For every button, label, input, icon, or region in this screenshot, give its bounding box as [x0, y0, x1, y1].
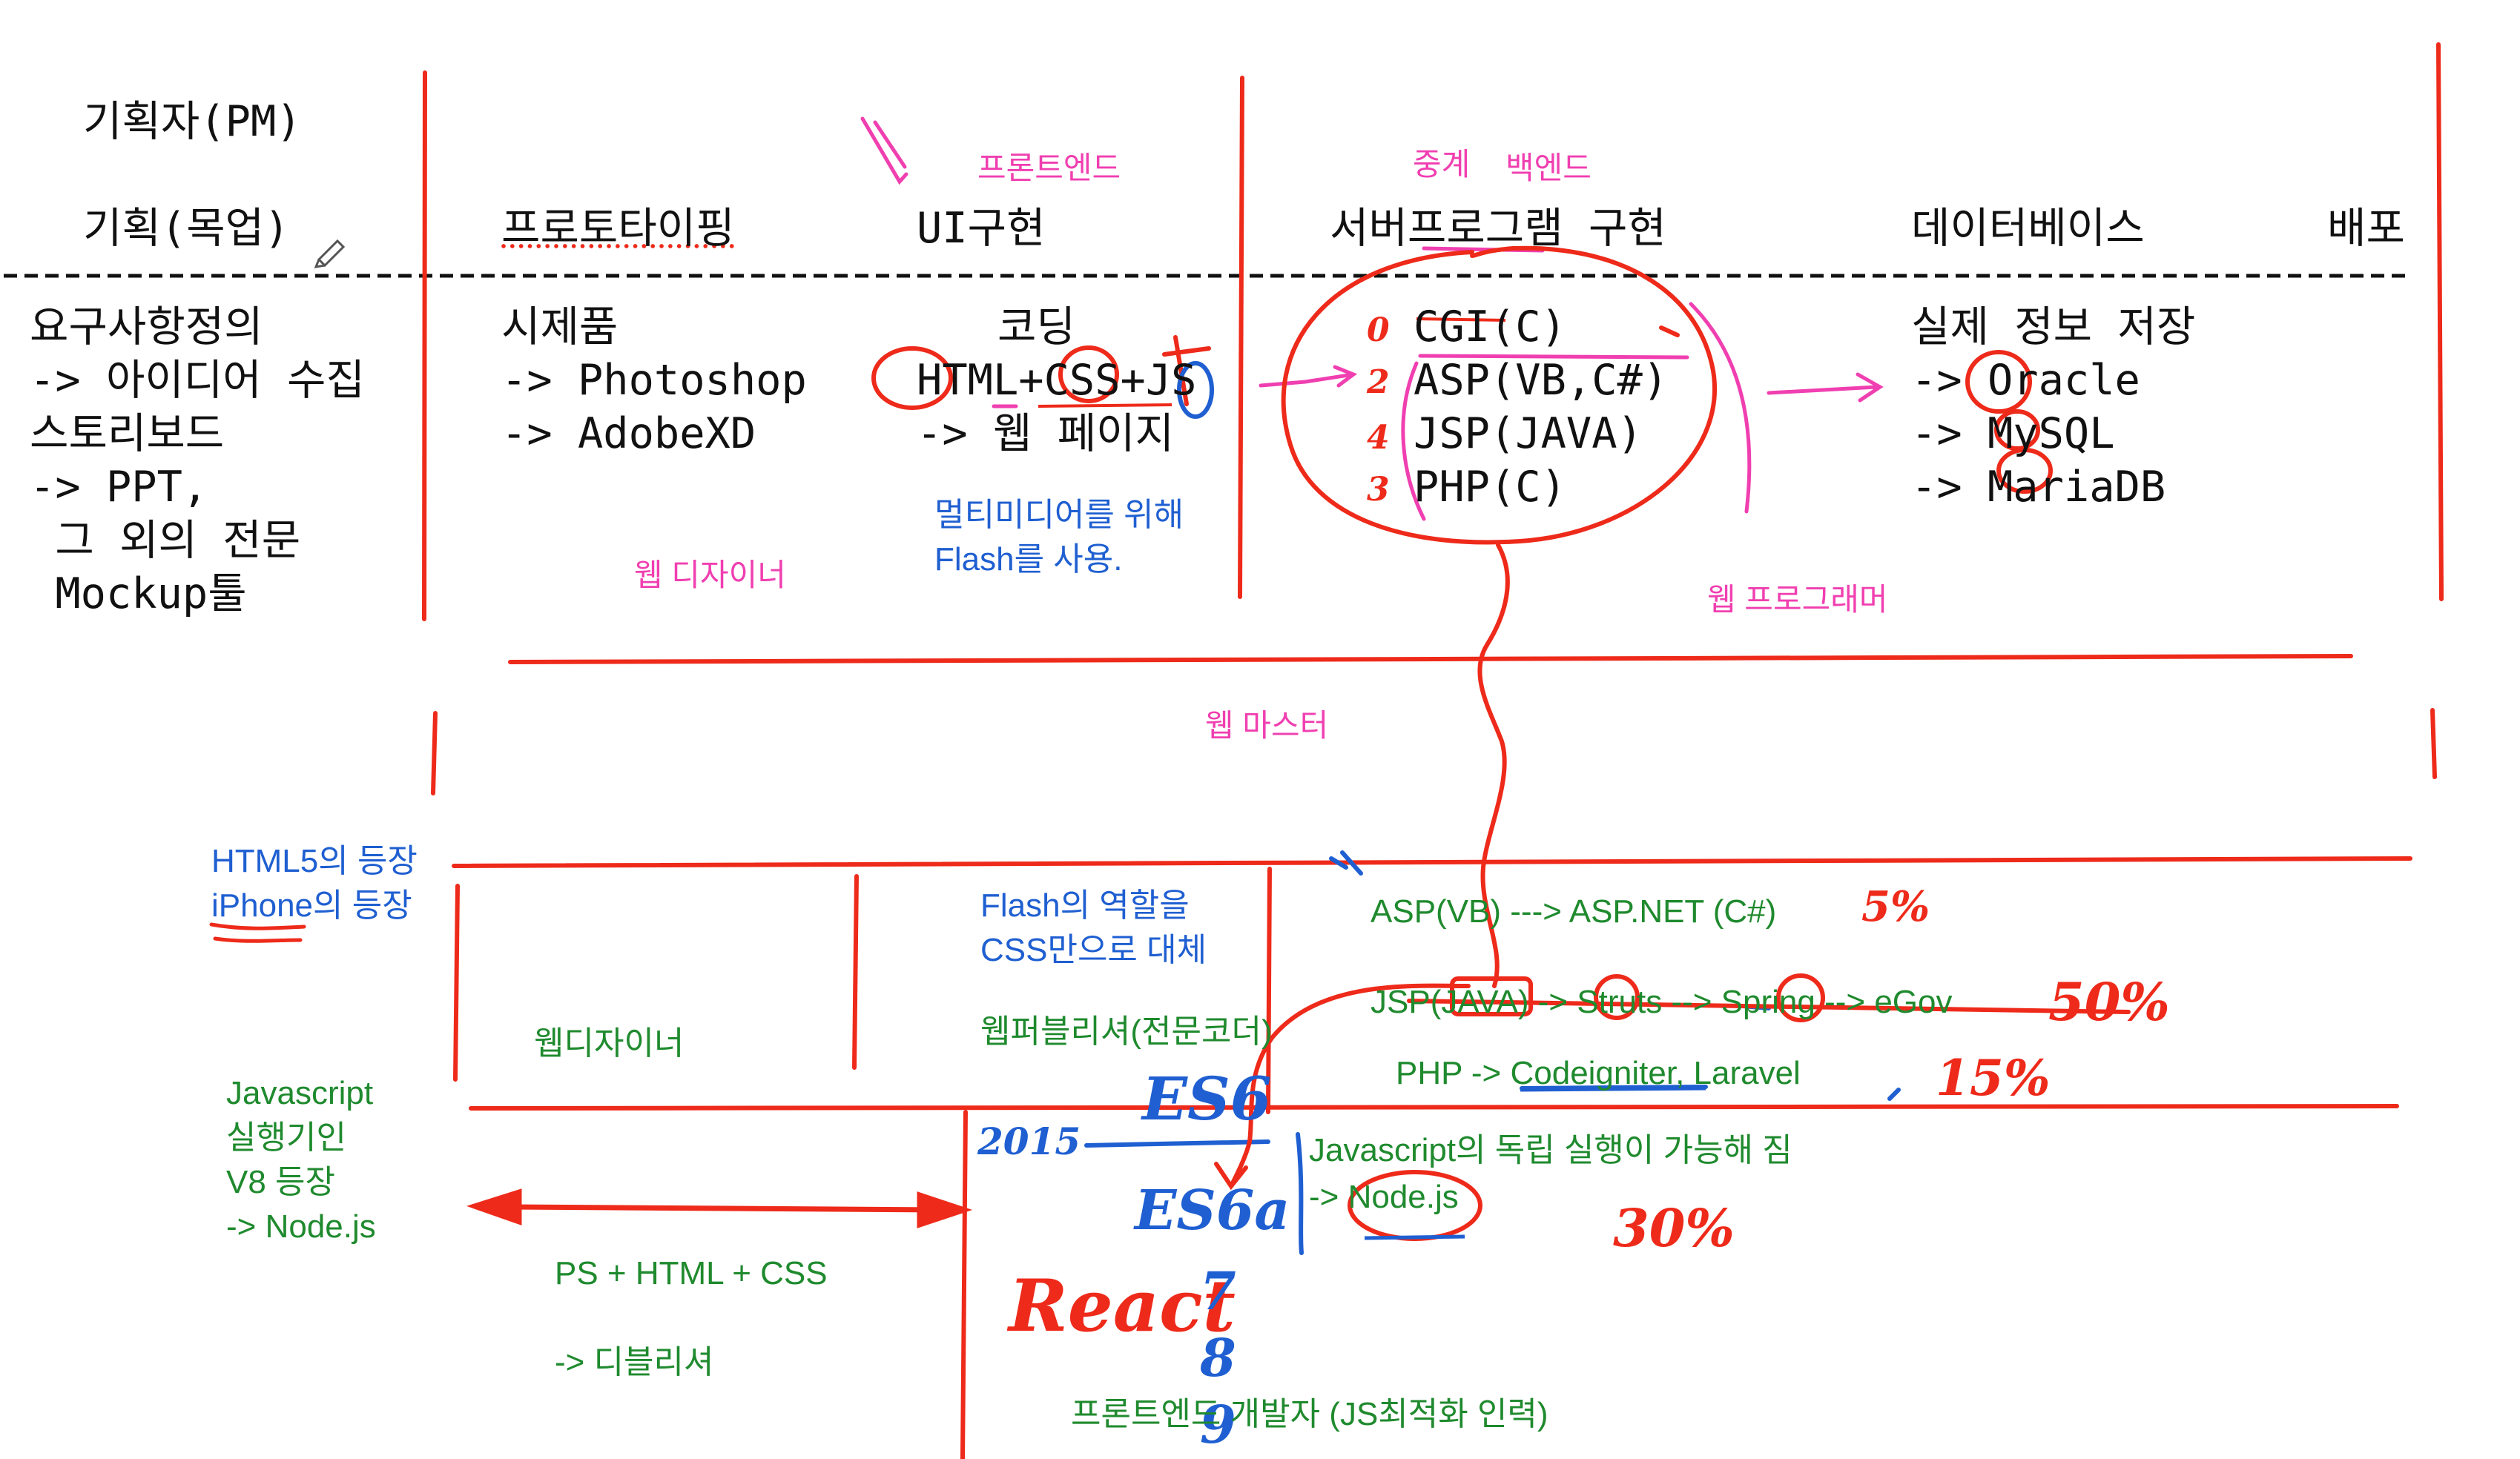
- deploy-header: 배포: [2327, 204, 2405, 253]
- version-digit: 7: [1200, 1260, 1236, 1322]
- note-line: 멀티미디어를 위해: [934, 497, 1184, 533]
- asp-share: 5%: [1861, 882, 1930, 931]
- note-line: Flash를 사용.: [934, 541, 1123, 578]
- publisher-role: 웹퍼블리셔(전문코더): [980, 1013, 1273, 1050]
- note-line: V8 등장: [226, 1164, 336, 1200]
- php-share: 15%: [1936, 1049, 2051, 1107]
- server-line: PHP(C): [1414, 463, 1566, 512]
- proto-column: 시제품 -> Photoshop -> AdobeXD: [501, 300, 807, 460]
- web-designer-note: 웹 디자이너: [634, 558, 786, 592]
- row-dividers: [452, 654, 2412, 1111]
- circled-number: 2: [1367, 363, 1390, 401]
- nodejs-note: -> Node.js: [1309, 1179, 1459, 1215]
- plan-column: 요구사항정의 -> 아이디어 수집 스토리보드 -> PPT, 그 외의 전문 …: [30, 300, 365, 621]
- web-master-label: 웹 마스터: [1205, 708, 1329, 743]
- version-digit: 9: [1200, 1394, 1236, 1455]
- db-line: -> MySQL: [1911, 409, 2115, 458]
- deliver-role: -> 디블리셔: [555, 1344, 714, 1380]
- db-line: 실제 정보 저장: [1911, 302, 2196, 351]
- proto-line: -> Photoshop: [501, 356, 807, 405]
- js-independent-note: Javascript의 독립 실행이 가능해 짐: [1309, 1132, 1792, 1168]
- ps-html-css: PS + HTML + CSS: [555, 1255, 828, 1291]
- server-line: CGI(C): [1414, 302, 1566, 351]
- pm-title: 기획자(PM): [83, 97, 302, 146]
- server-column: CGI(C) ASP(VB,C#) JSP(JAVA) PHP(C): [1414, 300, 1668, 514]
- server-header: 서버프로그램 구현: [1330, 204, 1666, 253]
- plan-line: 그 외의 전문: [30, 516, 301, 565]
- note-line: Javascript: [226, 1075, 374, 1111]
- plan-line: -> PPT,: [30, 463, 208, 512]
- proto-header: 프로토타이핑: [501, 204, 735, 253]
- web-programmer-note: 웹 프로그래머: [1707, 582, 1888, 617]
- proto-line: -> AdobeXD: [501, 409, 756, 458]
- plan-line: -> 아이디어 수집: [30, 356, 365, 405]
- proto-line: 시제품: [501, 302, 619, 351]
- es6a-label: ES6a: [1135, 1179, 1290, 1243]
- backend-label: 백엔드: [1505, 150, 1592, 185]
- column-dividers: [422, 42, 2444, 1459]
- v8-note: Javascript 실행기인 V8 등장 -> Node.js: [226, 1071, 376, 1249]
- version-digit: 8: [1200, 1327, 1236, 1389]
- frontend-developer-role: 프론트엔드 개발자 (JS최적화 인력): [1071, 1396, 1548, 1432]
- ui-coding-label: 코딩: [997, 302, 1075, 351]
- html5-note: HTML5의 등장 iPhone의 등장: [211, 839, 418, 928]
- asp-evolution: ASP(VB) ---> ASP.NET (C#): [1371, 893, 1777, 930]
- jsp-share: 50%: [2048, 971, 2170, 1033]
- note-line: HTML5의 등장: [211, 843, 418, 879]
- jsp-evolution: JSP(JAVA) -> Struts --> Spring --> eGov: [1371, 984, 1953, 1020]
- ui-line: -> 웹 페이지: [917, 409, 1175, 458]
- db-header: 데이터베이스: [1911, 204, 2145, 253]
- note-line: CSS만으로 대체: [980, 932, 1207, 968]
- node-share: 30%: [1613, 1197, 1735, 1259]
- ui-line: HTML+CSS+JS: [917, 356, 1197, 405]
- double-arrow: [466, 1188, 973, 1228]
- multimedia-note: 멀티미디어를 위해 Flash를 사용.: [934, 493, 1184, 582]
- react-label: React: [1009, 1264, 1236, 1348]
- circled-number: 0: [1367, 311, 1390, 349]
- note-line: iPhone의 등장: [211, 887, 412, 924]
- circled-number: 4: [1367, 419, 1390, 457]
- server-line: JSP(JAVA): [1414, 409, 1643, 458]
- db-column: 실제 정보 저장 -> Oracle -> MySQL -> MariaDB: [1911, 300, 2195, 514]
- circled-number: 3: [1367, 471, 1390, 509]
- note-line: Flash의 역할을: [980, 887, 1190, 924]
- note-line: 실행기인: [226, 1119, 346, 1156]
- plan-line: 요구사항정의: [30, 302, 263, 351]
- pencil-cursor-icon: [314, 239, 346, 268]
- db-line: -> MariaDB: [1911, 463, 2166, 512]
- year-label: 2015: [977, 1119, 1081, 1163]
- note-line: -> Node.js: [226, 1208, 376, 1245]
- flash-css-note: Flash의 역할을 CSS만으로 대체: [980, 884, 1207, 973]
- db-line: -> Oracle: [1911, 356, 2140, 405]
- plan-line: Mockup툴: [30, 569, 247, 618]
- frontend-label: 프론트엔드: [977, 150, 1121, 185]
- ui-header: UI구현: [917, 204, 1046, 253]
- php-evolution: PHP -> Codeigniter, Laravel: [1396, 1055, 1801, 1091]
- web-designer-role: 웹디자이너: [534, 1025, 685, 1062]
- plan-header: 기획(목업): [83, 204, 290, 253]
- es6-label: ES6: [1142, 1064, 1272, 1134]
- plan-line: 스토리보드: [30, 409, 225, 458]
- server-line: ASP(VB,C#): [1414, 356, 1669, 405]
- relay-label: 중계: [1413, 147, 1471, 182]
